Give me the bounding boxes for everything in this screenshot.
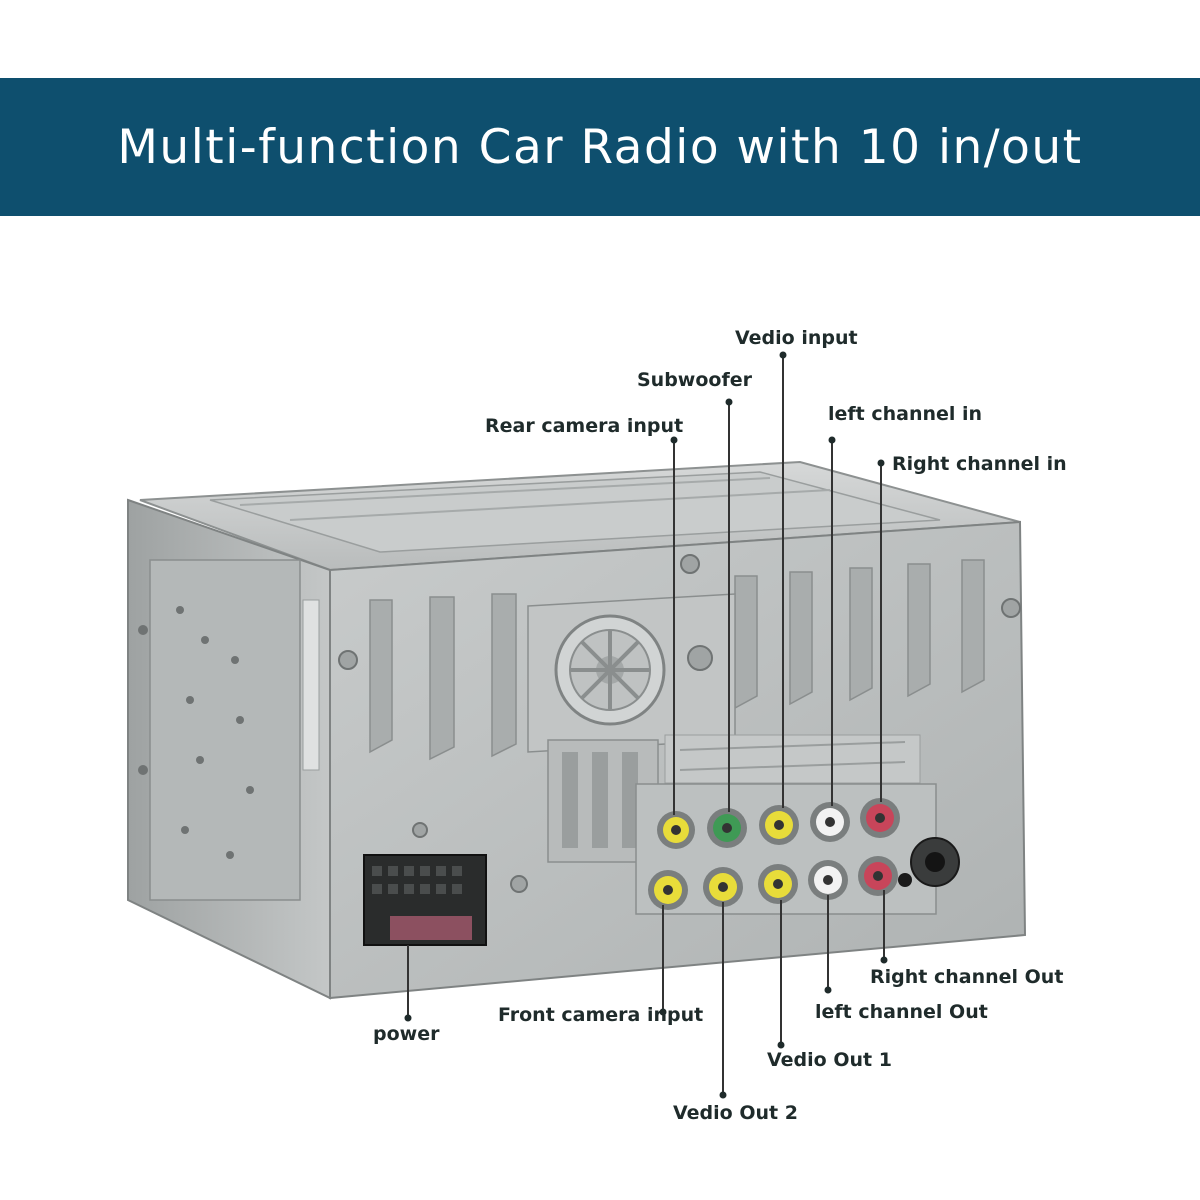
jack-subwoofer (707, 808, 747, 848)
jack-right-channel-out (858, 856, 898, 896)
label-left-channel-out: left channel Out (815, 1001, 988, 1023)
power-connector (363, 854, 487, 946)
callout-labels: Vedio input Subwoofer Rear camera input … (373, 327, 1067, 1124)
title-banner: Multi-function Car Radio with 10 in/out (0, 78, 1200, 216)
label-front-camera-input: Front camera input (498, 1004, 703, 1026)
label-vedio-input: Vedio input (735, 327, 858, 349)
label-vedio-out-2: Vedio Out 2 (673, 1102, 798, 1124)
label-power: power (373, 1023, 440, 1045)
cooling-fan (554, 614, 666, 726)
label-right-channel-out: Right channel Out (870, 966, 1063, 988)
label-right-channel-in: Right channel in (892, 453, 1067, 475)
jack-vedio-out-1 (758, 864, 798, 904)
label-rear-camera-input: Rear camera input (485, 415, 683, 437)
jack-vedio-out-2 (703, 867, 743, 907)
label-left-channel-in: left channel in (828, 403, 982, 425)
leader-lines (404, 351, 888, 1099)
side-label-sticker (302, 599, 320, 771)
jack-front-camera-input (648, 870, 688, 910)
jack-left-channel-in (810, 802, 850, 842)
side-mount-bracket (149, 559, 301, 901)
radio-chassis (127, 460, 1027, 1000)
jack-right-channel-in (860, 798, 900, 838)
jack-vedio-input (759, 805, 799, 845)
jack-rear-camera-input (657, 811, 695, 849)
label-subwoofer: Subwoofer (637, 369, 753, 391)
heat-sink-fins (369, 559, 985, 761)
antenna-jack (898, 837, 960, 887)
chassis-top-raised (209, 471, 941, 553)
banner-title: Multi-function Car Radio with 10 in/out (117, 119, 1083, 175)
mounting-screws (338, 554, 1021, 893)
label-vedio-out-1: Vedio Out 1 (767, 1049, 892, 1071)
rca-jacks (648, 798, 900, 910)
jack-left-channel-out (808, 860, 848, 900)
